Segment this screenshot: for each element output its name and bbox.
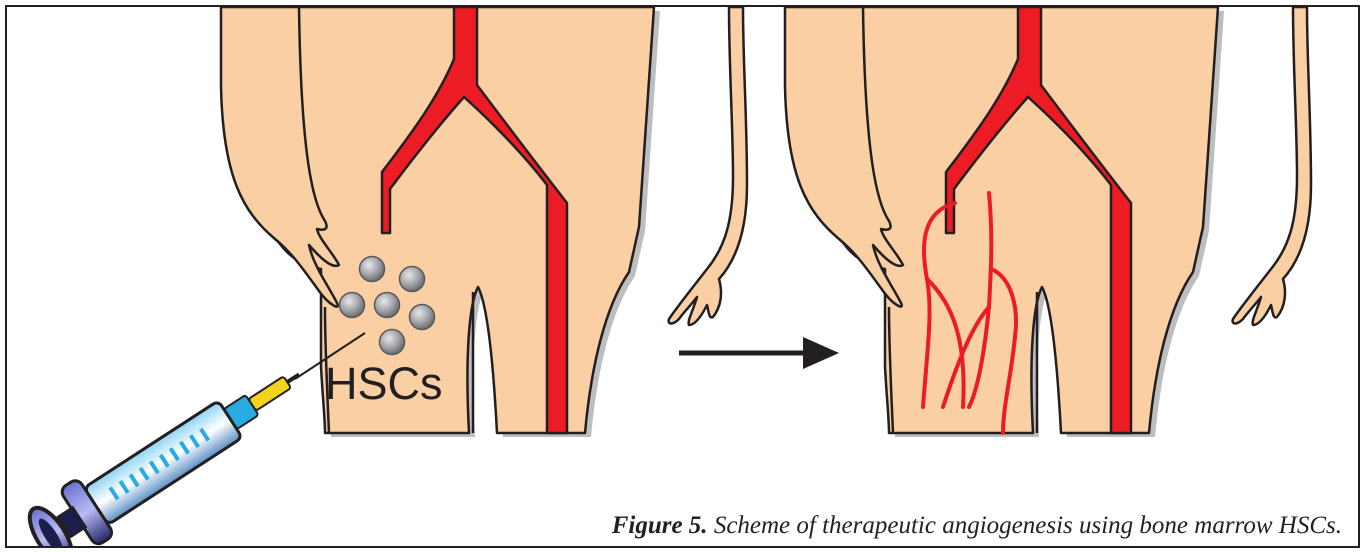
caption-text: Scheme of therapeutic angiogenesis using… (708, 512, 1342, 539)
hsc-cell (380, 330, 405, 355)
hsc-cell (375, 293, 400, 318)
figure-frame: HSCs (5, 5, 1360, 548)
figure-caption: Figure 5. Scheme of therapeutic angiogen… (612, 512, 1342, 540)
right-arrow-icon (679, 337, 839, 369)
leg-before-treatment: HSCs (221, 7, 747, 437)
leg-after-treatment (785, 7, 1311, 437)
right-arm (669, 7, 747, 325)
angiogenesis-scheme: HSCs (7, 7, 1358, 546)
hsc-cell (410, 305, 435, 330)
hsc-cell (400, 267, 425, 292)
syringe-icon (21, 346, 318, 546)
right-arm (1233, 7, 1311, 325)
hsc-cell (360, 257, 385, 282)
hsc-label: HSCs (325, 358, 443, 409)
hsc-cell (340, 293, 365, 318)
caption-number: Figure 5. (612, 512, 708, 539)
